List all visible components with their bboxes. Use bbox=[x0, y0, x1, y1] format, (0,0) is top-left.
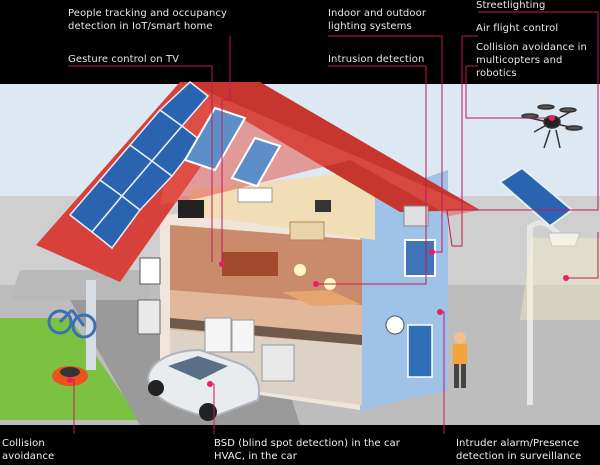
robot-lawnmower-top bbox=[60, 367, 80, 377]
clock-sensor bbox=[385, 315, 405, 335]
sensor-dot bbox=[437, 309, 443, 315]
porch-post bbox=[86, 280, 96, 370]
drone bbox=[521, 104, 583, 149]
laptop bbox=[315, 200, 331, 212]
solar-panels bbox=[68, 81, 210, 250]
sensor-dot bbox=[549, 115, 555, 121]
meter-box bbox=[139, 257, 161, 285]
sensor-dot bbox=[219, 261, 225, 267]
ac-unit bbox=[403, 205, 429, 227]
sensor-dot bbox=[313, 281, 319, 287]
skylight bbox=[230, 136, 282, 188]
label-air-flight-control: Air flight control bbox=[476, 23, 559, 34]
front-door bbox=[407, 324, 433, 378]
sensor-dot bbox=[429, 249, 435, 255]
ceiling-lamp bbox=[294, 264, 306, 276]
radiator bbox=[261, 344, 295, 382]
garden-plot bbox=[10, 270, 150, 300]
sensor-markers bbox=[67, 115, 569, 387]
desk bbox=[289, 221, 325, 241]
sensor-dot bbox=[207, 381, 213, 387]
sensor-dot bbox=[67, 377, 73, 383]
callout-lines bbox=[68, 11, 599, 434]
side-window bbox=[404, 239, 436, 277]
label-gesture-control: Gesture control on TV bbox=[68, 54, 180, 65]
label-intrusion-detection: Intrusion detection bbox=[328, 54, 425, 65]
label-people-tracking: People tracking and occupancy detection … bbox=[68, 8, 228, 32]
bed bbox=[237, 187, 273, 203]
car bbox=[146, 348, 260, 421]
label-lighting-systems: Indoor and outdoor lighting systems bbox=[328, 8, 427, 32]
label-collision-multicopters: Collision avoidance in multicopters and … bbox=[476, 42, 587, 79]
bicycle bbox=[47, 308, 97, 339]
sensor-dot bbox=[563, 275, 569, 281]
washing-machine bbox=[204, 317, 232, 353]
label-bsd-hvac: BSD (blind spot detection) in the car HV… bbox=[214, 438, 400, 462]
dining-table bbox=[282, 290, 360, 306]
person bbox=[453, 332, 467, 388]
sofa bbox=[222, 252, 278, 276]
label-streetlighting: Streetlighting bbox=[476, 0, 546, 11]
skylight bbox=[183, 106, 247, 172]
label-intruder-alarm: Intruder alarm/Presence detection in sur… bbox=[456, 438, 582, 462]
tv bbox=[178, 200, 204, 218]
washing-machine bbox=[231, 319, 255, 353]
label-collision-avoidance: Collision avoidance bbox=[2, 438, 55, 462]
ev-charger bbox=[137, 299, 161, 335]
